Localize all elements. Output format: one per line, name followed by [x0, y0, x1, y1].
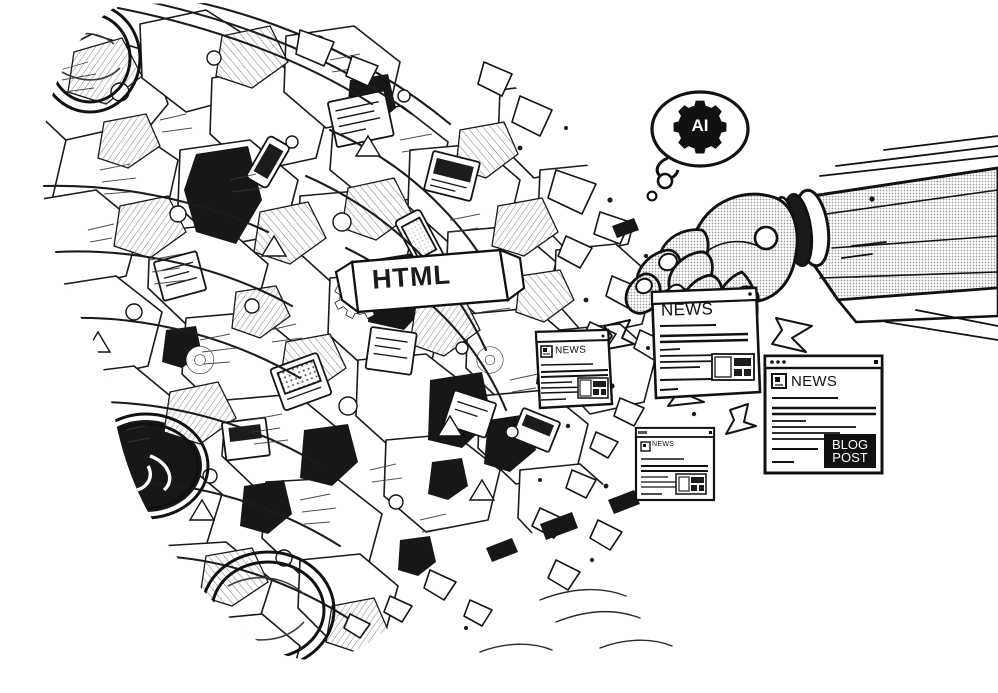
news-card-held-title: NEWS	[660, 299, 714, 320]
card-thumbnail	[711, 353, 755, 381]
newspaper-icon	[771, 373, 787, 389]
newspaper-icon	[640, 441, 651, 452]
news-card-small[interactable]	[634, 426, 716, 502]
news-card-small-title: NEWS	[652, 441, 675, 448]
card-thumbnail	[675, 473, 707, 495]
robot-forearm	[810, 166, 998, 324]
card-text-lines	[540, 363, 609, 401]
card-text-lines	[772, 397, 876, 463]
card-header-bar	[763, 354, 884, 370]
window-dots-icon	[770, 360, 786, 364]
news-card-blog-title: NEWS	[791, 373, 838, 390]
card-header-bar	[650, 286, 759, 306]
gear-icon	[673, 100, 727, 154]
news-card-mid[interactable]	[534, 328, 614, 410]
news-card-blog[interactable]	[763, 354, 884, 475]
news-card-held[interactable]	[650, 286, 762, 400]
card-thumbnail	[577, 377, 609, 399]
html-banner-label: HTML	[371, 259, 452, 295]
thought-bubble-dot-large	[656, 172, 674, 190]
thought-bubble-dot-small	[646, 190, 658, 202]
ai-label: AI	[691, 116, 709, 135]
card-header-bar	[534, 328, 610, 344]
card-header-bar	[635, 427, 715, 438]
blog-post-badge[interactable]	[824, 434, 876, 468]
news-card-mid-title: NEWS	[554, 344, 587, 357]
html-banner	[334, 248, 526, 315]
blog-post-badge-label: BLOG POST	[831, 437, 869, 466]
window-close-icon[interactable]	[874, 360, 878, 364]
ai-thought-bubble	[646, 90, 750, 202]
newspaper-icon	[540, 345, 553, 358]
paper-debris	[295, 29, 813, 653]
